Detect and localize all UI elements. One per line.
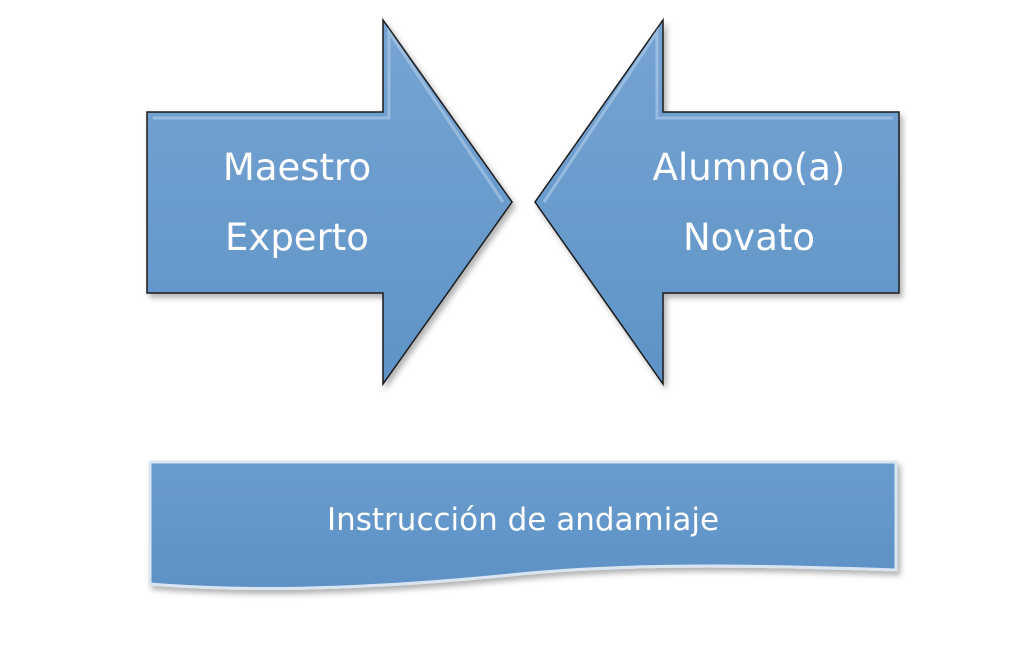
banner-label: Instrucción de andamiaje	[327, 502, 719, 538]
arrow-maestro-shape	[146, 17, 513, 387]
arrow-alumno-line1: Alumno(a)	[653, 146, 846, 189]
arrow-maestro-line2: Experto	[225, 216, 369, 259]
banner-instruccion: Instrucción de andamiaje	[148, 460, 898, 591]
arrow-alumno-shape	[534, 17, 900, 387]
arrow-maestro-highlight	[153, 27, 505, 203]
arrow-alumno: Alumno(a) Novato	[534, 17, 900, 387]
arrow-maestro: Maestro Experto	[146, 17, 513, 387]
banner-shape	[148, 460, 898, 591]
arrow-alumno-line2: Novato	[683, 216, 815, 259]
arrow-alumno-highlight	[542, 27, 893, 203]
arrow-maestro-line1: Maestro	[223, 146, 371, 189]
